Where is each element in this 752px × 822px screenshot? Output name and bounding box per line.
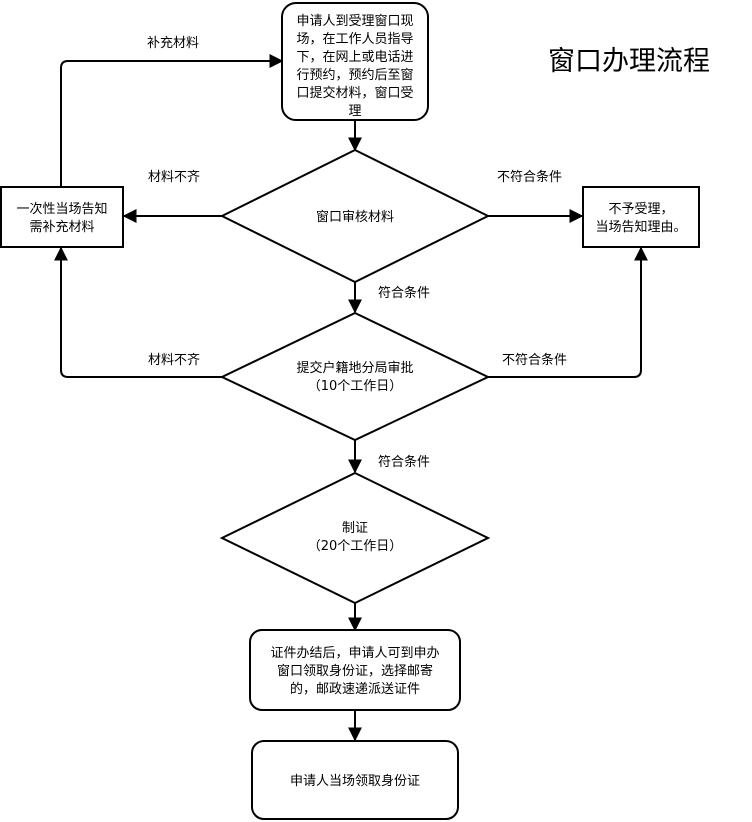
node-supplement-box: [0, 186, 124, 248]
node-collect-line-1: 证件办结后，申请人可到申办: [270, 646, 439, 661]
node-collect-line-3: 的，邮政速递派送证件: [290, 681, 420, 697]
node-reject-line-2: 当场告知理由。: [595, 219, 686, 235]
node-apply-line-1: 申请人到受理窗口现: [296, 13, 413, 29]
node-bureau-line-2: （10个工作日）: [308, 379, 403, 394]
node-bureau: 提交户籍地分局审批 （10个工作日）: [219, 311, 491, 442]
node-apply-line-2: 场，在工作人员指导: [296, 32, 413, 47]
node-apply-line-6: 理: [348, 104, 361, 119]
edges: [54, 54, 648, 742]
node-produce: 制证 （20个工作日）: [219, 471, 491, 605]
node-collect: 证件办结后，申请人可到申办 窗口领取身份证，选择邮寄 的，邮政速递派送证件: [249, 629, 461, 711]
node-apply-line-5: 口提交材料，窗口受: [296, 85, 413, 101]
node-bureau-diamond: [219, 311, 491, 442]
node-apply: 申请人到受理窗口现 场，在工作人员指导 下，在网上或电话进 行预约，预约后至窗 …: [281, 2, 429, 121]
edge-label-incomplete-review: 材料不齐: [148, 169, 200, 185]
node-reject-box: [582, 186, 700, 248]
node-supplement: 一次性当场告知 需补充材料: [0, 186, 124, 248]
edge-label-qualified-review: 符合条件: [378, 285, 430, 301]
node-produce-line-2: （20个工作日）: [308, 539, 403, 554]
node-collect-box: [249, 629, 461, 711]
edge-label-unqualified-bureau: 不符合条件: [502, 352, 567, 368]
node-bureau-line-1: 提交户籍地分局审批: [296, 360, 413, 376]
node-supplement-line-2: 需补充材料: [29, 219, 94, 235]
node-produce-diamond: [219, 471, 491, 605]
diagram-title: 窗口办理流程: [548, 46, 710, 77]
edge-bureau-to-supplement: [54, 246, 222, 378]
node-reject-line-1: 不予受理，: [608, 202, 673, 217]
node-apply-line-3: 下，在网上或电话进: [296, 50, 413, 65]
node-onsite: 申请人当场领取身份证: [251, 740, 459, 820]
edge-bureau-to-reject: [488, 246, 648, 378]
edge-label-unqualified-review: 不符合条件: [497, 169, 562, 185]
node-review-label: 窗口审核材料: [316, 209, 394, 225]
node-apply-line-4: 行预约，预约后至窗: [296, 67, 413, 83]
node-onsite-box: [251, 740, 459, 820]
edge-label-supplement-back: 补充材料: [147, 35, 199, 51]
node-supplement-line-1: 一次性当场告知: [16, 201, 107, 217]
node-onsite-label: 申请人当场领取身份证: [290, 773, 420, 789]
node-reject: 不予受理， 当场告知理由。: [582, 186, 700, 248]
node-collect-line-2: 窗口领取身份证，选择邮寄: [277, 663, 433, 679]
node-produce-line-1: 制证: [342, 521, 368, 536]
edge-supplement-to-apply: [60, 54, 284, 187]
node-review: 窗口审核材料: [219, 148, 491, 284]
node-apply-box: [281, 2, 429, 121]
edge-label-incomplete-bureau: 材料不齐: [148, 352, 200, 368]
edge-label-qualified-bureau: 符合条件: [378, 454, 430, 470]
node-review-diamond: [219, 148, 491, 284]
